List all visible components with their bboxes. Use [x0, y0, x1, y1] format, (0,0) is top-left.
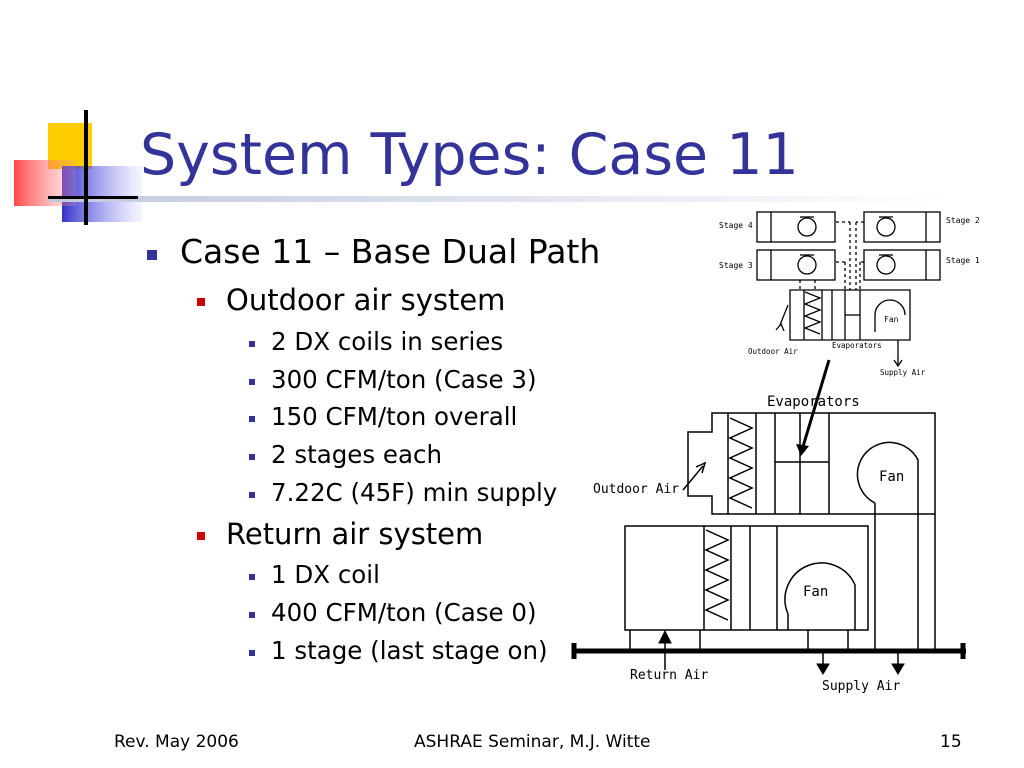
bullet-item: 7.22C (45F) min supply: [271, 478, 558, 507]
inset-stage3-label: Stage 3: [719, 261, 753, 270]
slide-title: System Types: Case 11: [140, 122, 799, 188]
return-air-label: Return Air: [630, 668, 708, 683]
title-underline: [50, 196, 950, 202]
inset-stage4-label: Stage 4: [719, 221, 753, 230]
inset-stage1-label: Stage 1: [946, 256, 980, 265]
evaporators-label: Evaporators: [767, 394, 860, 410]
footer-seminar: ASHRAE Seminar, M.J. Witte: [414, 732, 651, 752]
fan-upper-label: Fan: [879, 469, 904, 485]
bullet-marker-l2: [197, 298, 205, 306]
bullet-marker-l3: [249, 650, 255, 656]
floor-ducts: [571, 514, 966, 675]
bullet-marker-l1: [147, 250, 157, 260]
bullet-marker-l3: [249, 341, 255, 347]
dual-path-system-diagram: Stage 4 Stage 3 Stage 2 Stage 1 Fan Evap…: [571, 211, 980, 694]
bullet-item: 1 stage (last stage on): [271, 636, 548, 665]
return-air-unit: [624, 525, 869, 631]
bullet-item: 400 CFM/ton (Case 0): [271, 598, 537, 627]
bullet-marker-l2: [197, 532, 205, 540]
bullet-marker-l3: [249, 454, 255, 460]
bullet-item: 150 CFM/ton overall: [271, 402, 518, 431]
inset-evaporators-label: Evaporators: [832, 341, 882, 350]
bullet-marker-l3: [249, 379, 255, 385]
inset-outdoor-air-label: Outdoor Air: [748, 347, 798, 356]
inset-fan-label: Fan: [884, 315, 899, 324]
bullet-item: 1 DX coil: [271, 560, 380, 589]
decorative-corner-graphic: [14, 110, 950, 225]
bullet-marker-l3: [249, 612, 255, 618]
bullet-item: 300 CFM/ton (Case 3): [271, 365, 537, 394]
outdoor-air-unit: [682, 412, 936, 515]
bullet-return-air-system: Return air system: [226, 517, 484, 551]
bullet-outdoor-air-system: Outdoor air system: [226, 283, 506, 317]
bullet-item: 2 DX coils in series: [271, 327, 504, 356]
supply-air-label: Supply Air: [822, 679, 900, 694]
inset-supply-air-label: Supply Air: [880, 368, 926, 377]
outdoor-air-label: Outdoor Air: [593, 482, 679, 497]
fan-lower-label: Fan: [803, 584, 828, 600]
inset-stage2-label: Stage 2: [946, 216, 980, 225]
bullet-marker-l3: [249, 416, 255, 422]
bullet-marker-l3: [249, 574, 255, 580]
bullet-item: 2 stages each: [271, 440, 443, 469]
footer-revision: Rev. May 2006: [114, 732, 239, 752]
footer-page-number: 15: [940, 732, 962, 752]
bullet-case-11: Case 11 – Base Dual Path: [180, 232, 601, 271]
bullet-marker-l3: [249, 492, 255, 498]
inset-diagram: [756, 211, 941, 368]
